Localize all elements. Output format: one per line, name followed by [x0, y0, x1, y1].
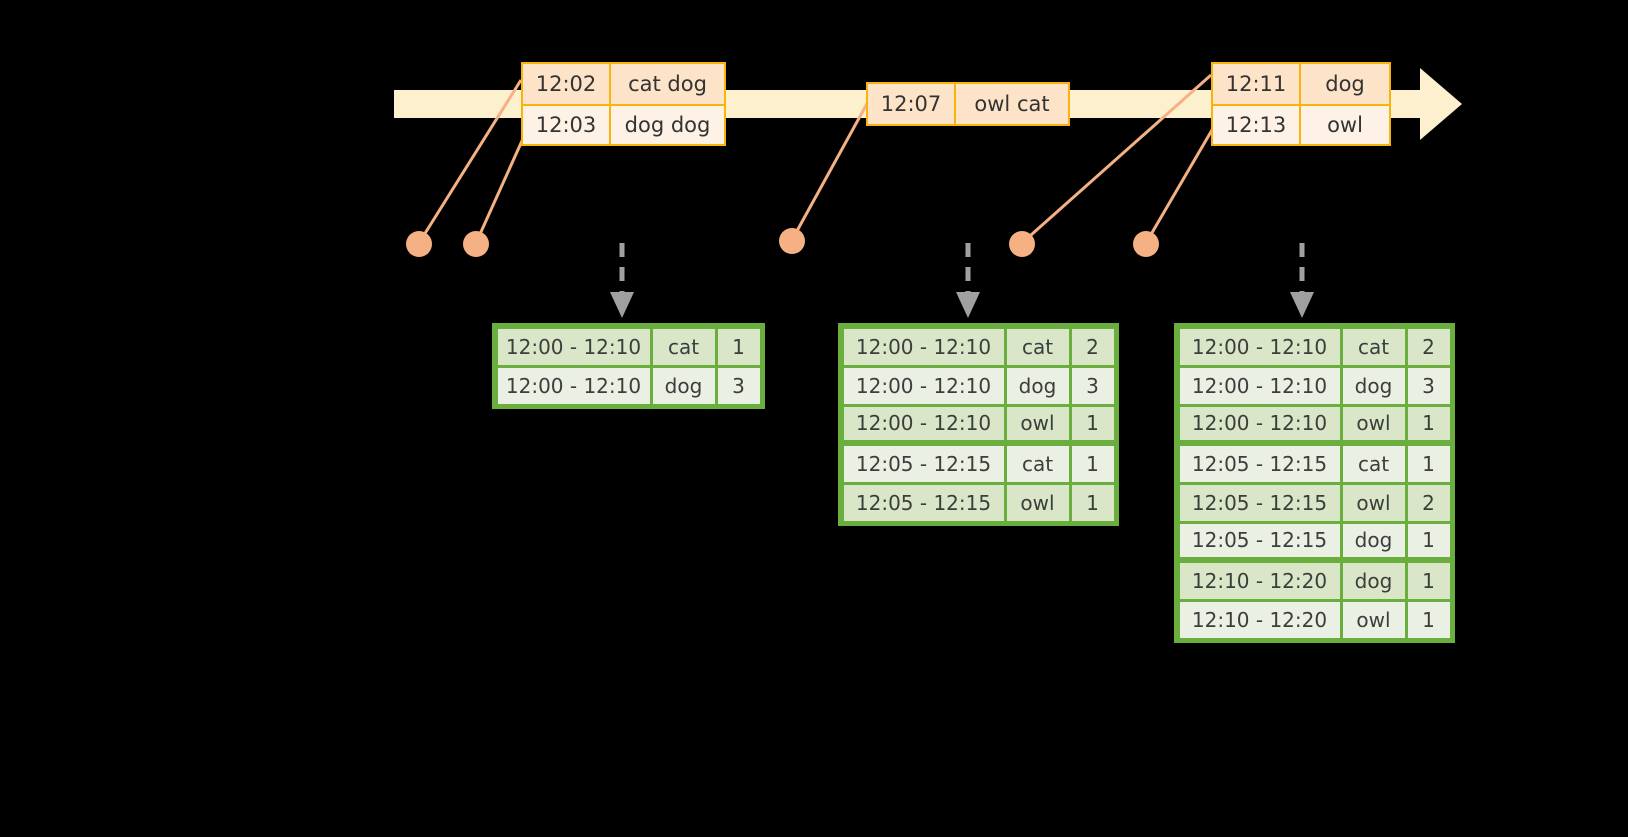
- cell-window: 12:00 - 12:10: [1179, 328, 1340, 365]
- cell-word: owl: [1342, 601, 1405, 638]
- connector-line-5: [1144, 117, 1221, 244]
- cell-window: 12:05 - 12:15: [843, 445, 1004, 482]
- cell-count: 1: [1407, 406, 1450, 440]
- cell-window: 12:05 - 12:15: [843, 484, 1004, 521]
- event-words: owl cat: [956, 84, 1068, 124]
- cell-count: 1: [1071, 484, 1114, 521]
- cell-count: 1: [1407, 601, 1450, 638]
- cell-word: dog: [1342, 562, 1405, 599]
- cell-window: 12:10 - 12:20: [1179, 601, 1340, 638]
- event-group-3: 12:11 dog 12:13 owl: [1211, 62, 1391, 146]
- cell-count: 1: [1071, 406, 1114, 440]
- event-time: 12:07: [868, 84, 956, 124]
- cell-count: 1: [1407, 562, 1450, 599]
- event-time: 12:13: [1213, 106, 1301, 144]
- cell-word: owl: [1342, 484, 1405, 521]
- cell-window: 12:05 - 12:15: [1179, 445, 1340, 482]
- event-words: dog: [1301, 64, 1389, 104]
- flow-arrow-head-2: [956, 292, 980, 318]
- cell-word: cat: [1342, 445, 1405, 482]
- cell-window: 12:10 - 12:20: [1179, 562, 1340, 599]
- event-words: dog dog: [611, 106, 724, 144]
- cell-window: 12:00 - 12:10: [1179, 406, 1340, 440]
- event-row: 12:03 dog dog: [523, 104, 724, 144]
- cell-word: cat: [1006, 328, 1069, 365]
- stream-direction-arrow-icon: [1420, 68, 1462, 140]
- connector-line-3: [790, 99, 871, 241]
- cell-window: 12:05 - 12:15: [1179, 523, 1340, 557]
- dot-1202: [406, 231, 432, 257]
- cell-window: 12:00 - 12:10: [843, 367, 1004, 404]
- event-time: 12:11: [1213, 64, 1301, 104]
- cell-count: 3: [1407, 367, 1450, 404]
- cell-count: 1: [1407, 445, 1450, 482]
- cell-word: owl: [1006, 484, 1069, 521]
- dot-1213: [1133, 231, 1159, 257]
- cell-window: 12:00 - 12:10: [843, 328, 1004, 365]
- event-time: 12:02: [523, 64, 611, 104]
- cell-count: 1: [717, 328, 760, 365]
- cell-window: 12:00 - 12:10: [1179, 367, 1340, 404]
- cell-word: cat: [1006, 445, 1069, 482]
- cell-count: 1: [1071, 445, 1114, 482]
- event-row: 12:11 dog: [1213, 64, 1389, 104]
- event-row: 12:02 cat dog: [523, 64, 724, 104]
- cell-count: 3: [1071, 367, 1114, 404]
- event-words: cat dog: [611, 64, 724, 104]
- cell-window: 12:00 - 12:10: [843, 406, 1004, 440]
- cell-count: 2: [1407, 328, 1450, 365]
- cell-count: 2: [1071, 328, 1114, 365]
- event-group-1: 12:02 cat dog 12:03 dog dog: [521, 62, 726, 146]
- event-row: 12:13 owl: [1213, 104, 1389, 144]
- cell-window: 12:05 - 12:15: [1179, 484, 1340, 521]
- cell-count: 2: [1407, 484, 1450, 521]
- flow-arrow-head-3: [1290, 292, 1314, 318]
- event-words: owl: [1301, 106, 1389, 144]
- cell-word: owl: [1342, 406, 1405, 440]
- cell-word: owl: [1006, 406, 1069, 440]
- dot-1203: [463, 231, 489, 257]
- cell-window: 12:00 - 12:10: [497, 328, 650, 365]
- event-time: 12:03: [523, 106, 611, 144]
- flow-arrow-head-1: [610, 292, 634, 318]
- dot-1207: [779, 228, 805, 254]
- event-row: 12:07 owl cat: [868, 84, 1068, 124]
- cell-word: dog: [1342, 367, 1405, 404]
- cell-word: cat: [1342, 328, 1405, 365]
- cell-word: dog: [1006, 367, 1069, 404]
- cell-count: 1: [1407, 523, 1450, 557]
- cell-window: 12:00 - 12:10: [497, 367, 650, 404]
- cell-word: dog: [1342, 523, 1405, 557]
- cell-word: cat: [652, 328, 715, 365]
- cell-word: dog: [652, 367, 715, 404]
- dot-1211: [1009, 231, 1035, 257]
- event-group-2: 12:07 owl cat: [866, 82, 1070, 126]
- cell-count: 3: [717, 367, 760, 404]
